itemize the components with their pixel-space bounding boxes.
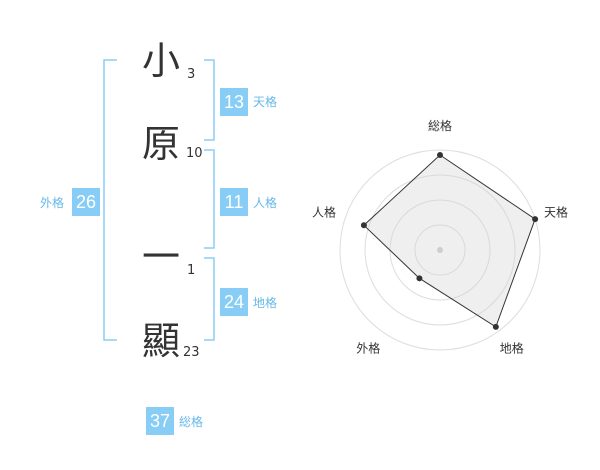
- radar-center-dot: [437, 247, 443, 253]
- chikaku-label: 地格: [253, 296, 278, 310]
- gaikaku-value-badge: 26: [72, 188, 100, 216]
- stroke-count-1: 3: [187, 67, 196, 82]
- name-char-2: 原: [142, 122, 181, 166]
- jinkaku-bracket: [204, 149, 215, 249]
- name-char-1: 小: [142, 39, 181, 83]
- radar-point-4: [360, 222, 367, 229]
- radar-axis-label-2: 地格: [500, 341, 524, 356]
- radar-rings: [339, 149, 541, 351]
- tenkaku-value-badge: 13: [220, 88, 248, 116]
- radar-ring-1: [414, 224, 466, 276]
- radar-area: [363, 154, 536, 328]
- soukaku-label: 総格: [179, 415, 204, 429]
- tenkaku-label: 天格: [253, 95, 278, 109]
- jinkaku-label: 人格: [253, 196, 278, 210]
- name-char-3: 一: [142, 235, 181, 279]
- gaikaku-label: 外格: [40, 196, 65, 210]
- stroke-count-2: 10: [186, 146, 203, 161]
- name-char-4: 顯: [142, 319, 181, 363]
- radar-point-2: [492, 323, 499, 330]
- radar-ring-4: [339, 149, 541, 351]
- stroke-count-4: 23: [183, 345, 200, 360]
- soukaku-value-badge: 37: [146, 407, 174, 435]
- radar-point-0: [437, 152, 443, 158]
- radar-axis-label-4: 人格: [312, 204, 336, 219]
- radar-polygon: [363, 154, 536, 328]
- jinkaku-value-badge: 11: [220, 188, 248, 216]
- radar-axis-label-1: 天格: [544, 204, 568, 219]
- radar-axis-label-0: 総格: [428, 118, 452, 133]
- chikaku-bracket: [204, 257, 215, 341]
- chikaku-value-badge: 24: [220, 288, 248, 316]
- radar-points: [360, 152, 539, 330]
- radar-axis-label-3: 外格: [356, 341, 380, 356]
- radar-point-1: [532, 216, 539, 223]
- radar-ring-3: [364, 174, 516, 326]
- tenkaku-bracket: [204, 59, 215, 141]
- stroke-count-3: 1: [187, 263, 196, 278]
- gaikaku-bracket: [103, 59, 117, 341]
- radar-point-3: [416, 275, 423, 282]
